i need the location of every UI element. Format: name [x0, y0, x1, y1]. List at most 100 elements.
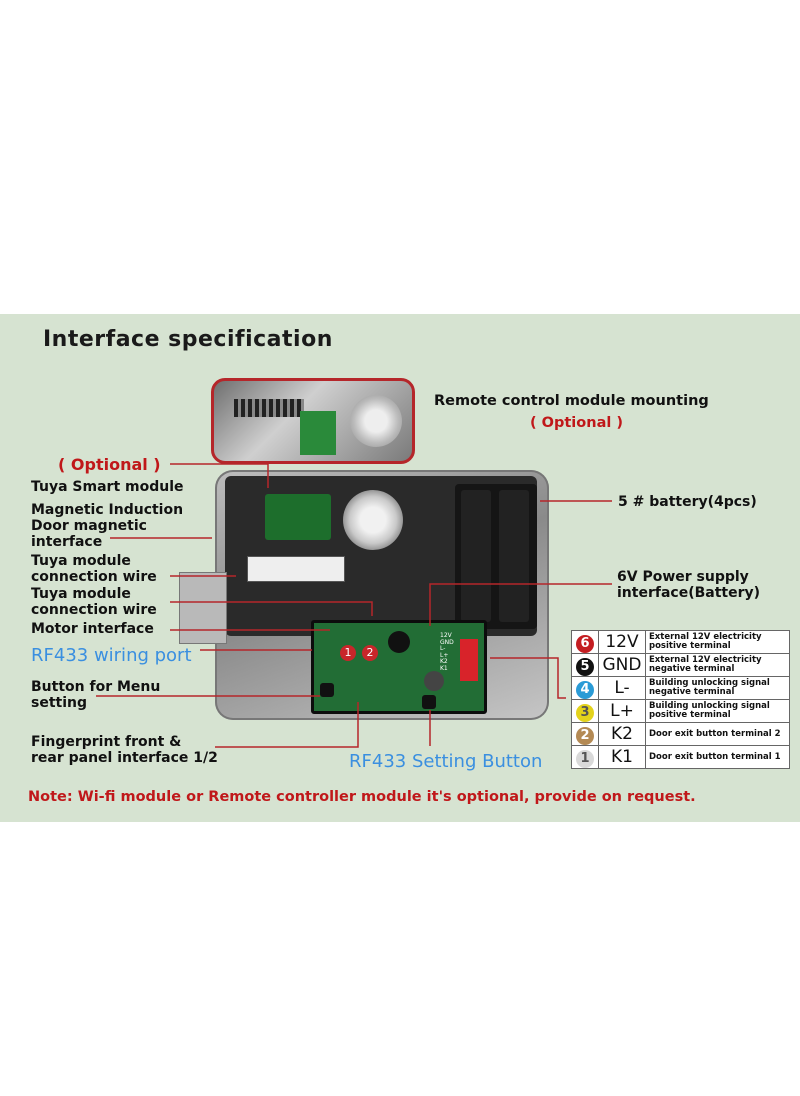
motor-gear: [343, 490, 403, 550]
terminal-number: 4: [576, 680, 594, 699]
terminal-code: L+: [598, 699, 646, 723]
pin-label: GND: [440, 638, 454, 646]
terminal-number: 1: [576, 749, 594, 768]
tuya-wire-label: Tuya module connection wire: [31, 553, 157, 585]
terminal-code: K1: [598, 745, 646, 769]
terminal-desc-line-1: Building unlocking signal: [649, 678, 770, 688]
terminal-desc-line-2: positive terminal: [649, 641, 731, 651]
menu-line-2: setting: [31, 695, 87, 711]
remote-label: Remote control module mounting: [434, 393, 709, 409]
leader-fingerprint: [215, 702, 359, 748]
pin-label: K1: [440, 664, 448, 672]
terminal-block: [460, 639, 478, 681]
terminal-desc-line-1: Building unlocking signal: [649, 701, 770, 711]
terminal-description: Door exit button terminal 2: [645, 722, 790, 746]
control-pcb: 1 2 12V GND L- L+ K2 K1: [311, 620, 487, 714]
leader-power: [429, 583, 612, 626]
terminal-desc-line-2: negative terminal: [649, 664, 735, 674]
terminal-number: 5: [576, 657, 594, 676]
leader-terminals: [490, 657, 566, 699]
terminal-code: K2: [598, 722, 646, 746]
magnetic-label: Magnetic Induction Door magnetic interfa…: [31, 502, 183, 550]
tuya-wire-line-2: connection wire: [31, 569, 157, 585]
terminal-number-cell: 1: [571, 745, 599, 769]
fingerprint-label: Fingerprint front & rear panel interface…: [31, 734, 218, 766]
menu-button-label: Button for Menu setting: [31, 679, 160, 711]
leader-tuya-wire2: [170, 601, 373, 616]
terminal-description: Door exit button terminal 1: [645, 745, 790, 769]
magnetic-line-3: interface: [31, 534, 103, 550]
terminal-desc-line-1: External 12V electricity: [649, 655, 762, 665]
optional-note: Note: Wi-fi module or Remote controller …: [28, 789, 696, 805]
terminal-code: GND: [598, 653, 646, 677]
fingerprint-line-2: rear panel interface 1/2: [31, 750, 218, 766]
terminal-desc-line-2: positive terminal: [649, 710, 731, 720]
tuya-optional: ( Optional ): [58, 455, 161, 474]
leader-lines: [96, 463, 612, 748]
leader-tuya: [170, 463, 269, 488]
remote-board: [300, 411, 336, 455]
terminal-desc-line-2: negative terminal: [649, 687, 735, 697]
terminal-number: 6: [576, 634, 594, 653]
tuya-module-board: [265, 494, 331, 540]
terminal-desc-line-1: Door exit button terminal 1: [649, 751, 781, 762]
tuya-wire2-label: Tuya module connection wire: [31, 586, 157, 618]
pin-labels: 12V GND L- L+ K2 K1: [440, 632, 454, 672]
remote-module-photo: [211, 378, 415, 464]
antenna-coil: [234, 399, 304, 417]
remote-gear: [350, 395, 402, 447]
terminal-number-cell: 4: [571, 676, 599, 700]
power-line-1: 6V Power supply: [617, 569, 749, 585]
pin-label: L+: [440, 651, 449, 659]
rf433-port-label: RF433 wiring port: [31, 645, 192, 666]
device-interior: [225, 476, 537, 636]
tuya-wire2-line-1: Tuya module: [31, 586, 131, 602]
lock-bolt: [179, 572, 227, 644]
tuya-smart-label: Tuya Smart module: [31, 479, 184, 495]
tuya-connection-wire: [247, 556, 345, 582]
pin-label: L-: [440, 645, 446, 652]
terminal-number-cell: 5: [571, 653, 599, 677]
terminal-code: 12V: [598, 630, 646, 654]
terminal-desc-line-1: External 12V electricity: [649, 632, 762, 642]
tuya-wire-line-1: Tuya module: [31, 553, 131, 569]
rf433-setting-label: RF433 Setting Button: [349, 751, 543, 772]
pin-label: K2: [440, 658, 448, 665]
power-supply-label: 6V Power supply interface(Battery): [617, 569, 760, 601]
menu-line-1: Button for Menu: [31, 679, 161, 695]
page-title: Interface specification: [43, 327, 333, 352]
battery-holder: [455, 484, 537, 629]
menu-button[interactable]: [320, 683, 334, 697]
capacitor: [424, 671, 444, 691]
port-1-marker: 1: [340, 645, 356, 661]
terminal-code: L-: [598, 676, 646, 700]
battery-label: 5 # battery(4pcs): [618, 494, 757, 510]
power-line-2: interface(Battery): [617, 585, 761, 601]
fingerprint-line-1: Fingerprint front &: [31, 734, 182, 750]
terminal-number-cell: 6: [571, 630, 599, 654]
magnetic-line-1: Magnetic Induction: [31, 502, 184, 518]
magnetic-line-2: Door magnetic: [31, 518, 147, 534]
pin-label: 12V: [440, 632, 452, 639]
remote-optional: ( Optional ): [530, 415, 623, 431]
lock-device-photo: 1 2 12V GND L- L+ K2 K1: [179, 470, 549, 720]
rf433-setting-button[interactable]: [422, 695, 436, 709]
buzzer: [388, 631, 410, 653]
terminal-desc-line-1: Door exit button terminal 2: [649, 728, 781, 739]
motor-interface-label: Motor interface: [31, 621, 154, 637]
spec-panel: Interface specification Remote control m…: [0, 314, 800, 822]
terminal-number: 3: [576, 703, 594, 722]
terminal-number: 2: [576, 726, 594, 745]
terminal-number-cell: 3: [571, 699, 599, 723]
